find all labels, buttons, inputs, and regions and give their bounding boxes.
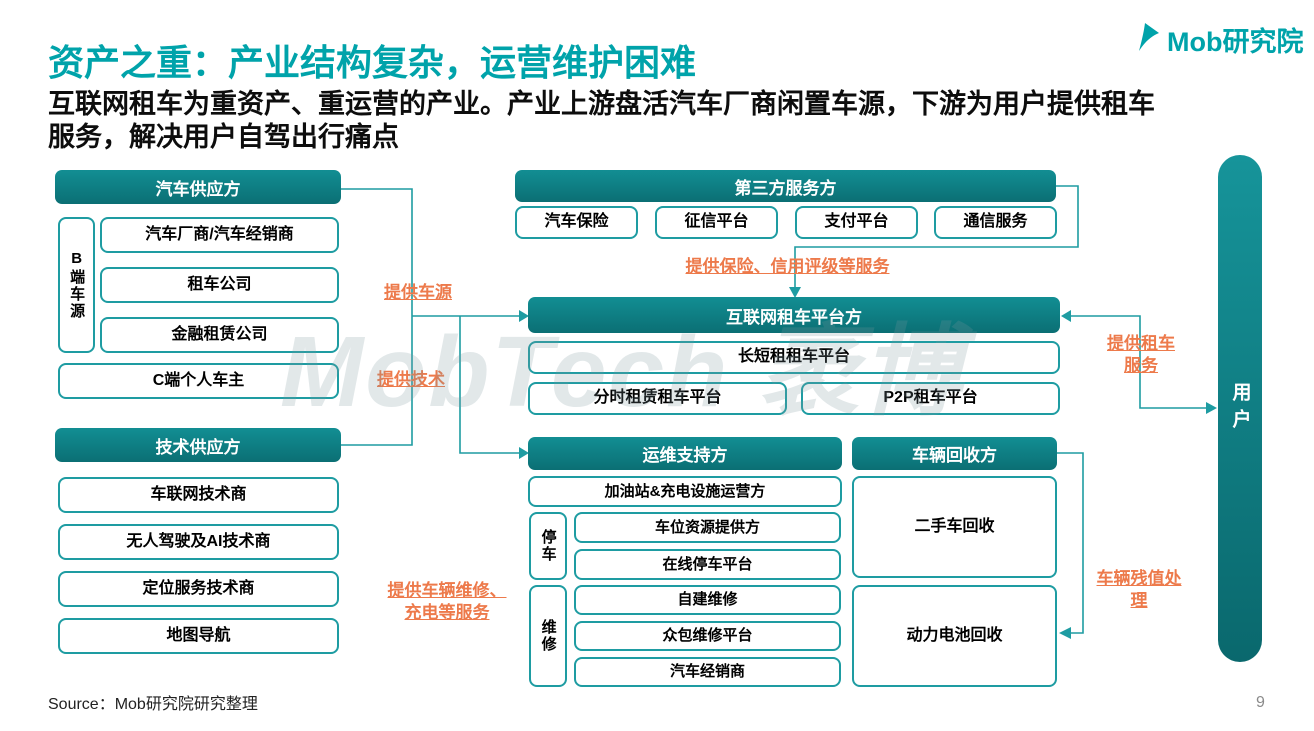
- box-crowd-repair: 众包维修平台: [574, 621, 841, 651]
- box-battery-recycle: 动力电池回收: [852, 585, 1057, 687]
- label-provide-tech: 提供技术: [377, 370, 445, 389]
- user-bar: 用户: [1218, 155, 1262, 662]
- page-title: 资产之重：产业结构复杂，运营维护困难: [48, 42, 697, 83]
- page-subtitle: 互联网租车为重资产、重运营的产业。产业上游盘活汽车厂商闲置车源，下游为用户提供租…: [48, 89, 1155, 152]
- box-used-car-recycle: 二手车回收: [852, 476, 1057, 578]
- box-self-repair: 自建维修: [574, 585, 841, 615]
- third-party-header: 第三方服务方: [515, 170, 1056, 202]
- recycle-header: 车辆回收方: [852, 437, 1057, 470]
- car-supplier-header: 汽车供应方: [55, 170, 341, 204]
- ops-support-header: 运维支持方: [528, 437, 842, 470]
- box-online-parking: 在线停车平台: [574, 549, 841, 580]
- b-side-source-label: B端车源: [58, 217, 95, 353]
- box-credit-platform: 征信平台: [655, 206, 778, 239]
- box-telecom-service: 通信服务: [934, 206, 1057, 239]
- box-finance-leasing: 金融租赁公司: [100, 317, 339, 353]
- label-residual-value: 车辆残值处理: [1096, 569, 1182, 611]
- box-p2p-rental: P2P租车平台: [801, 382, 1060, 415]
- parking-label: 停车: [529, 512, 567, 580]
- box-map-navigation: 地图导航: [58, 618, 339, 654]
- mob-logo-text: Mob研究院: [1167, 27, 1304, 57]
- box-parking-resource: 车位资源提供方: [574, 512, 841, 543]
- box-long-short-rental: 长短租租车平台: [528, 341, 1060, 374]
- box-location-service: 定位服务技术商: [58, 571, 339, 607]
- box-car-manufacturer: 汽车厂商/汽车经销商: [100, 217, 339, 253]
- mob-logo-icon: [1132, 21, 1162, 58]
- box-car-insurance: 汽车保险: [515, 206, 638, 239]
- box-iov-tech: 车联网技术商: [58, 477, 339, 513]
- tech-supplier-header: 技术供应方: [55, 428, 341, 462]
- label-provide-rental: 提供租车服务: [1107, 334, 1175, 376]
- label-provide-insurance: 提供保险、信用评级等服务: [685, 257, 890, 276]
- mob-logo: Mob研究院: [1132, 20, 1303, 59]
- repair-label: 维修: [529, 585, 567, 687]
- box-fuel-charging: 加油站&充电设施运营方: [528, 476, 842, 507]
- box-c-side-owner: C端个人车主: [58, 363, 339, 399]
- box-rental-company: 租车公司: [100, 267, 339, 303]
- page-number: 9: [1256, 694, 1265, 711]
- box-car-dealer: 汽车经销商: [574, 657, 841, 687]
- box-autonomous-ai: 无人驾驶及AI技术商: [58, 524, 339, 560]
- platform-header: 互联网租车平台方: [528, 297, 1060, 333]
- source-note: Source：Mob研究院研究整理: [48, 696, 258, 713]
- box-timeshare-rental: 分时租赁租车平台: [528, 382, 787, 415]
- label-maintenance: 提供车辆维修、充电等服务: [387, 581, 507, 623]
- box-payment-platform: 支付平台: [795, 206, 918, 239]
- label-provide-cars: 提供车源: [384, 283, 452, 302]
